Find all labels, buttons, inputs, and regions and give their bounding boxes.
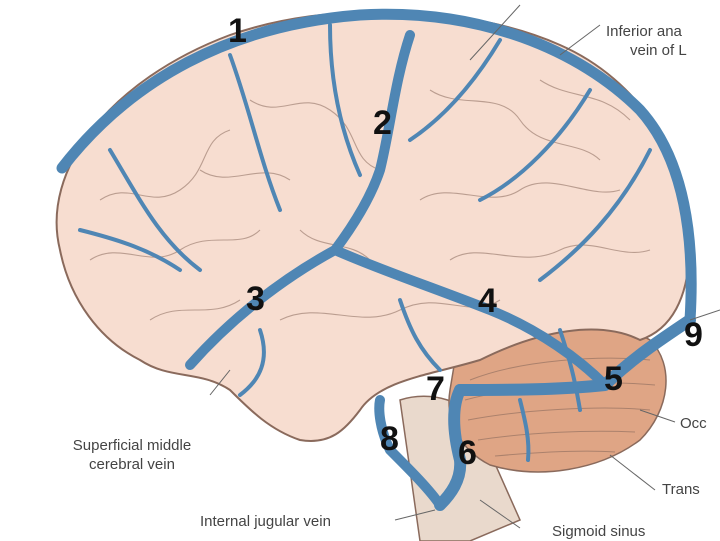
- label-number-7: 7: [426, 370, 445, 408]
- internal-jugular-vein: [374, 395, 445, 510]
- veins: [56, 8, 697, 511]
- tributary-vein: [518, 398, 531, 462]
- transverse-sinus: [454, 314, 696, 396]
- sigmoid-sinus: [434, 384, 467, 511]
- label-number-8: 8: [380, 420, 399, 458]
- label-number-5: 5: [604, 360, 623, 398]
- label-number-1: 1: [228, 12, 247, 50]
- tributary-vein: [228, 53, 282, 212]
- label-number-9: 9: [684, 316, 703, 354]
- tributary-vein: [238, 328, 266, 397]
- tributary-vein: [538, 148, 652, 282]
- tributary-vein: [398, 298, 442, 372]
- tributary-vein: [558, 328, 582, 412]
- transverse-label: Trans: [662, 481, 700, 498]
- superficial-middle-line1: Superficial middle: [72, 437, 192, 454]
- superior-anastomotic-vein: [330, 30, 415, 255]
- internal-jugular-label: Internal jugular vein: [200, 513, 331, 530]
- inferior-anastomotic-label: Inferior ana vein of L: [606, 22, 720, 60]
- tributary-vein: [478, 88, 592, 202]
- superficial-middle-label: Superficial middle cerebral vein: [42, 436, 222, 474]
- label-number-4: 4: [478, 282, 497, 320]
- tributary-vein: [108, 148, 202, 272]
- leader-lines: [209, 4, 720, 529]
- inferior-anastomotic-line1: Inferior ana: [606, 23, 682, 40]
- label-number-2: 2: [373, 104, 392, 142]
- inferior-anastomotic-vein: [330, 245, 610, 390]
- sigmoid-sinus-label: Sigmoid sinus: [552, 523, 646, 540]
- label-number-3: 3: [246, 280, 265, 318]
- tributary-vein: [328, 23, 362, 177]
- superficial-middle-line2: cerebral vein: [89, 456, 175, 473]
- inferior-anastomotic-line2: vein of L: [630, 42, 687, 59]
- superficial-middle-cerebral-vein: [185, 245, 340, 370]
- occipital-label: Occ: [680, 415, 707, 432]
- label-number-6: 6: [458, 434, 477, 472]
- tributary-vein: [78, 228, 182, 272]
- tributary-vein: [408, 38, 502, 142]
